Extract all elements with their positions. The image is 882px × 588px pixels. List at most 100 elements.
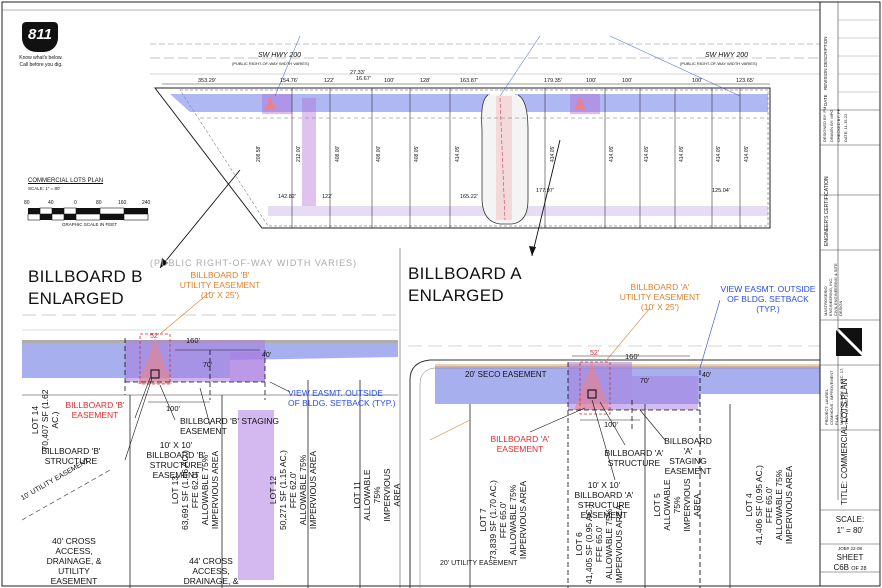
sheet-label: SHEET bbox=[836, 553, 864, 562]
drawing-date: DATE: 11-15-22 bbox=[843, 113, 848, 142]
side-dim: 408.00' bbox=[376, 145, 382, 162]
dim-top: 100' bbox=[384, 78, 395, 84]
plan-title: COMMERCIAL LOTS PLAN bbox=[28, 178, 104, 184]
dim-top: 163.87' bbox=[460, 78, 478, 84]
billboard-b-dim-100: 100' bbox=[166, 404, 180, 413]
billboard-a-heading-line2: ENLARGED bbox=[408, 286, 504, 305]
dim-top: 353.29' bbox=[198, 78, 216, 84]
sheet-value: C6B bbox=[833, 563, 850, 572]
sheet-title: TITLE: COMMERCIAL LOTS PLAN bbox=[840, 378, 849, 505]
billboard-b-dim-70: 70' bbox=[203, 362, 213, 369]
billboard-b-view-easement: VIEW EASMT. OUTSIDE OF BLDG. SETBACK (TY… bbox=[288, 388, 396, 408]
lot-12: LOT 12 50,271 SF (1.15 AC.) FFE 62.0' AL… bbox=[268, 450, 318, 530]
lot-7: LOT 7 73,839 SF (1.70 AC.) FFE 65.0' ALL… bbox=[478, 480, 528, 560]
lot-4: LOT 4 41,406 SF (0.95 AC.) FFE 65.0' ALL… bbox=[744, 465, 794, 545]
scale-tick: 160 bbox=[118, 200, 127, 206]
dim-top: 154.76' bbox=[280, 78, 298, 84]
side-dim: 414.05' bbox=[679, 145, 685, 162]
billboard-a-view-easement: VIEW EASMT. OUTSIDE OF BLDG. SETBACK (TY… bbox=[720, 284, 816, 314]
scale-tick: 80 bbox=[24, 200, 30, 206]
billboard-b-cross-access-40: 40' CROSS ACCESS, DRAINAGE, & UTILITY EA… bbox=[46, 536, 102, 586]
logo-line1: Know what's below. bbox=[19, 55, 63, 61]
billboard-a-easement: BILLBOARD 'A' EASEMENT bbox=[490, 434, 550, 454]
dim-bottom: 122' bbox=[322, 194, 333, 200]
dim-bottom: 125.04' bbox=[712, 188, 730, 194]
side-dim: 408.05' bbox=[414, 145, 420, 162]
road-subtitle-right: (PUBLIC RIGHT-OF-WAY WIDTH VARIES) bbox=[680, 61, 757, 66]
billboard-b-heading-line1: BILLBOARD B bbox=[28, 267, 143, 286]
logo-number: 811 bbox=[28, 26, 52, 43]
revision-description: REVISION DESCRIPTION bbox=[823, 36, 828, 90]
billboard-b-structure: BILLBOARD 'B' STRUCTURE bbox=[41, 446, 101, 466]
billboard-a-utility-20: 20' UTILITY EASEMENT bbox=[440, 560, 518, 567]
road-subtitle: (PUBLIC RIGHT-OF-WAY WIDTH VARIES) bbox=[232, 61, 309, 66]
billboard-b-structure-easement: 10' X 10' BILLBOARD 'B' STRUCTURE EASEME… bbox=[146, 440, 206, 480]
billboard-a-utility-easement: BILLBOARD 'A' UTILITY EASEMENT (10' X 25… bbox=[619, 282, 701, 312]
job-number: JOB# 22-08 bbox=[837, 546, 862, 551]
checked-by: CHECKED BY: PP bbox=[836, 108, 841, 142]
billboard-a-dim-70: 70' bbox=[640, 378, 650, 385]
dim-top: 27.33' bbox=[350, 70, 365, 76]
designed-by: DESIGNED BY: PM bbox=[822, 106, 827, 142]
billboard-a-enlarged bbox=[399, 248, 820, 588]
billboard-b-row-text: (PUBLIC RIGHT-OF-WAY WIDTH VARIES) bbox=[150, 258, 358, 268]
graphic-scale-label: GRAPHIC SCALE IN FEET bbox=[62, 222, 118, 227]
dimension-chain-top: 353.29' 154.76' 122' 27.33' 16.67' 100' … bbox=[198, 70, 788, 86]
firm-logo bbox=[836, 328, 862, 356]
dim-top: 123.65' bbox=[736, 78, 754, 84]
billboard-b-dim-52: 52' bbox=[150, 333, 160, 340]
dim-top: 100' bbox=[586, 78, 597, 84]
sheet-of: OF 28 bbox=[851, 566, 867, 572]
billboard-a-dim-160: 160' bbox=[625, 352, 639, 361]
engineer-certification: ENGINEER'S CERTIFICATION bbox=[824, 176, 830, 246]
firm-name: MASTROSERIO ENGINEERING, INC. CIVIL ENGI… bbox=[823, 263, 843, 316]
lot-6: LOT 6 41,405 SF (0.95 AC.) FFE 65.0' ALL… bbox=[574, 504, 624, 584]
billboard-a-dim-40: 40' bbox=[702, 372, 712, 379]
billboard-b-easement: BILLBOARD 'B' EASEMENT bbox=[65, 400, 125, 420]
drawn-by: DRAWN BY: MPG bbox=[829, 109, 834, 142]
billboard-b-enlarged bbox=[21, 291, 398, 588]
billboard-b-staging: BILLBOARD 'B' STAGING EASEMENT bbox=[180, 416, 279, 436]
dim-top: 100' bbox=[692, 78, 703, 84]
billboard-a-heading-line1: BILLBOARD A bbox=[408, 264, 522, 283]
lot-13: LOT 13 63,691 SF (1.46 AC.) FFE 62.0' AL… bbox=[170, 450, 220, 530]
title-block bbox=[819, 2, 880, 586]
side-dim: 414.05' bbox=[455, 145, 461, 162]
billboard-a-structure: BILLBOARD 'A' STRUCTURE bbox=[604, 448, 664, 468]
overview-plan bbox=[150, 35, 820, 269]
lot-14: LOT 14 70,407 SF (1.62 AC.) bbox=[30, 389, 60, 451]
scale-tick: 80 bbox=[96, 200, 102, 206]
side-dim: 408.00' bbox=[335, 145, 341, 162]
side-dim: 414.05' bbox=[716, 145, 722, 162]
side-dim: 414.05' bbox=[550, 145, 556, 162]
billboard-a-structure-easement: 10' X 10' BILLBOARD 'A' STRUCTURE EASEME… bbox=[574, 480, 634, 520]
billboard-a-staging: BILLBOARD 'A' STAGING EASEMENT bbox=[664, 436, 712, 476]
side-dim: 414.05' bbox=[644, 145, 650, 162]
lot-11: LOT 11 ALLOWABLE 75% IMPERVIOUS AREA bbox=[352, 468, 402, 522]
dim-top: 122' bbox=[324, 78, 335, 84]
lot-5: LOT 5 ALLOWABLE 75% IMPERVIOUS AREA bbox=[652, 478, 702, 532]
side-dim: 212.00' bbox=[296, 145, 302, 162]
scale-value: 1" = 80' bbox=[836, 526, 864, 535]
billboard-a-heading: BILLBOARD A ENLARGED bbox=[408, 263, 522, 307]
dim-top: 100' bbox=[622, 78, 633, 84]
dimension-chain-bottom: 142.82' 122' 165.22' 177.97' 125.04' bbox=[270, 188, 770, 202]
sheet-number: C6B OF 28 bbox=[820, 563, 880, 572]
logo-badge bbox=[22, 22, 58, 52]
dim-bottom: 177.97' bbox=[536, 188, 554, 194]
road-title-right: SW HWY 200 bbox=[705, 52, 749, 59]
call-811-logo: 811 Know what's below. Call before you d… bbox=[10, 22, 70, 72]
scale-tick: 40 bbox=[48, 200, 54, 206]
billboard-b-dim-160: 160' bbox=[186, 336, 200, 345]
revision-date: DATE bbox=[823, 94, 828, 106]
billboard-b-cross-access-44: 44' CROSS ACCESS, DRAINAGE, & bbox=[183, 556, 239, 586]
billboard-a-seco-easement: 20' SECO EASEMENT bbox=[465, 370, 547, 379]
logo-line2: Call before you dig. bbox=[19, 62, 63, 68]
billboard-b-heading: BILLBOARD B ENLARGED bbox=[28, 266, 143, 310]
scale-label: SCALE: bbox=[835, 515, 865, 524]
billboard-a-dim-100: 100' bbox=[604, 420, 618, 429]
billboard-b-dim-40: 40' bbox=[262, 352, 272, 359]
dim-bottom: 142.82' bbox=[278, 194, 296, 200]
